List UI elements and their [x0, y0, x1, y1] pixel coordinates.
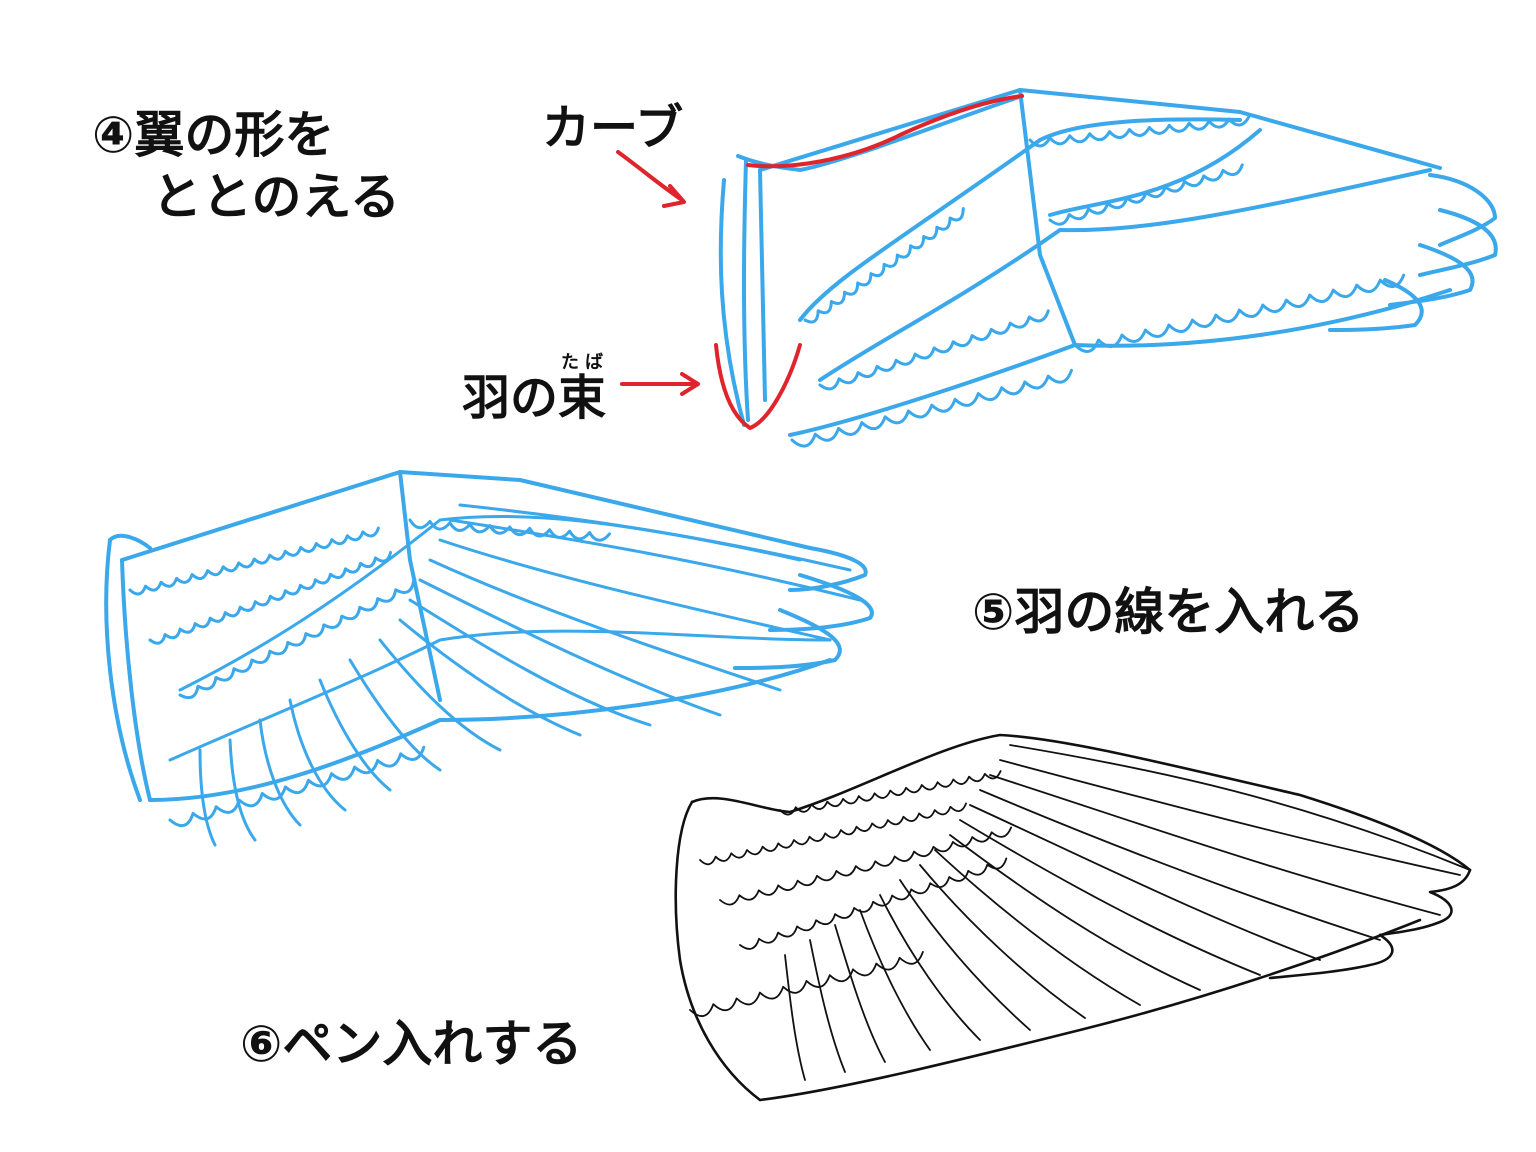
curve-arrow-icon [616, 150, 686, 208]
step5-heading: ⑤羽の線を入れる [972, 583, 1365, 641]
primary-feather-lines [198, 503, 862, 847]
curve-label: カーブ [542, 100, 684, 156]
bundle-prefix: 羽の [462, 370, 559, 426]
inked-wing-drawing [674, 733, 1472, 1102]
bundle-furigana: たば [558, 352, 607, 373]
curve-highlight [746, 94, 1024, 169]
bundle-kanji: 束 [558, 370, 607, 426]
bundle-arrow-icon [620, 372, 700, 396]
feather-lines-sketch [104, 470, 874, 847]
bundle-highlight [714, 343, 802, 430]
feather-bundle-label: 羽の束たば [462, 352, 606, 428]
inked-feather-lines [784, 744, 1471, 1081]
step4-heading: ④翼の形を ととのえる [92, 104, 400, 228]
wing-shape-sketch [616, 88, 1498, 448]
step6-heading: ⑥ペン入れする [240, 1015, 583, 1073]
bundle-kanji-ruby: 束たば [558, 352, 607, 426]
step4-line2: ととのえる [152, 168, 400, 226]
covert-scallops [790, 115, 1406, 448]
step4-line1: ④翼の形を [92, 106, 335, 164]
